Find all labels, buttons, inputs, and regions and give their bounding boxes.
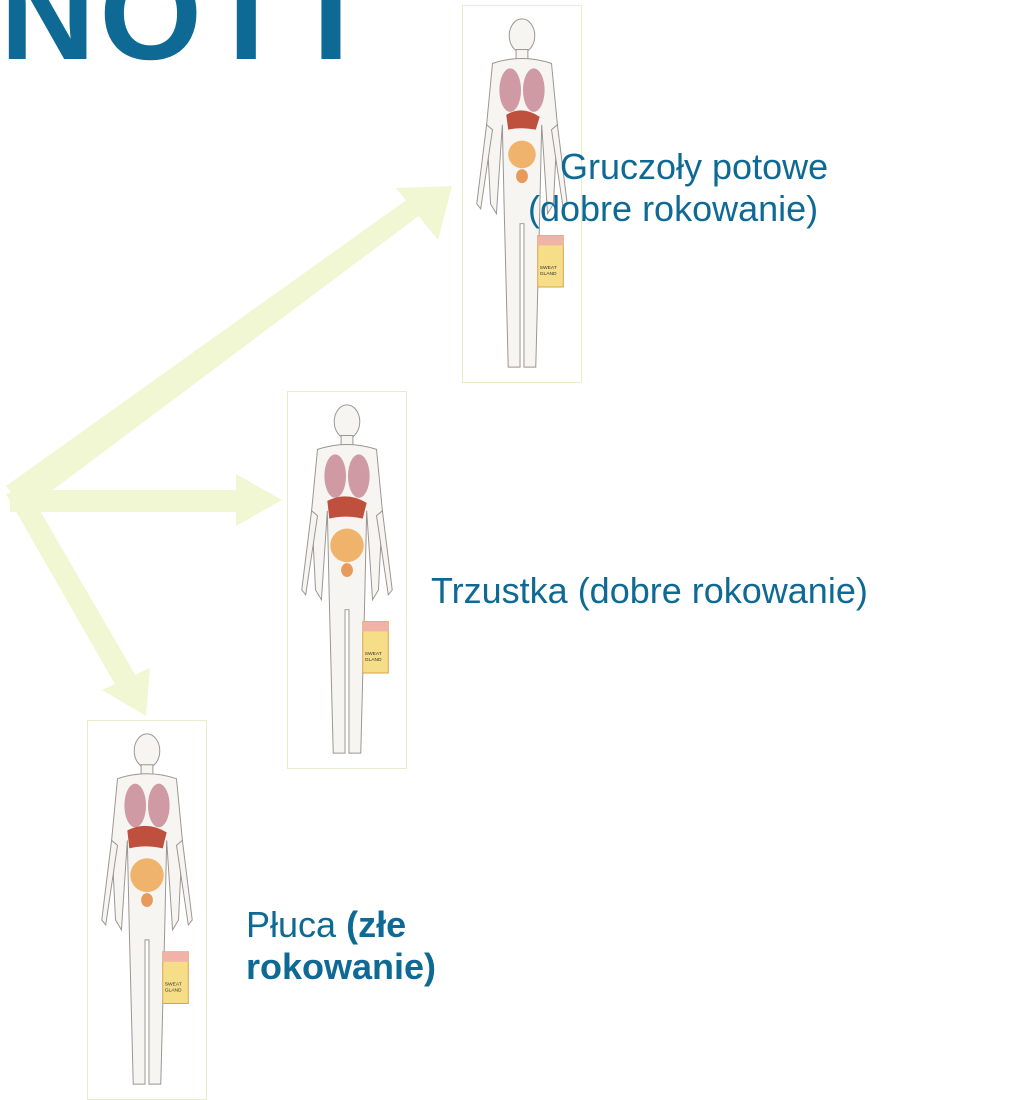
lung-left-organ [124, 784, 146, 828]
intestines-organ [330, 529, 363, 563]
svg-text:GLAND: GLAND [365, 657, 382, 663]
svg-text:SWEAT: SWEAT [365, 651, 382, 657]
anatomy-figure-pancreas: SWEAT GLAND [287, 391, 407, 769]
svg-text:SWEAT: SWEAT [165, 982, 182, 988]
label-lungs-line1: Płuca (złe [246, 904, 436, 946]
anatomy-figure-lungs: SWEAT GLAND [87, 720, 207, 1100]
lung-left-organ [324, 454, 346, 498]
label-lungs-regular: Płuca [246, 904, 336, 945]
svg-text:GLAND: GLAND [165, 988, 182, 994]
lung-right-organ [348, 454, 370, 498]
label-sweat-glands-line1: Gruczoły potowe [528, 146, 828, 188]
label-lungs-bold: (złe [346, 904, 406, 945]
human-body-illustration: SWEAT GLAND [88, 721, 206, 1099]
svg-text:GLAND: GLAND [540, 271, 557, 277]
label-lungs: Płuca (złe rokowanie) [246, 904, 436, 988]
label-sweat-glands-line2: (dobre rokowanie) [528, 188, 828, 230]
arrowhead-pancreas [236, 474, 282, 526]
label-pancreas: Trzustka (dobre rokowanie) [431, 570, 868, 612]
intestines-organ [130, 858, 163, 892]
human-body-illustration: SWEAT GLAND [288, 392, 406, 768]
svg-text:SWEAT: SWEAT [540, 265, 557, 271]
arrow-to-lungs [6, 490, 136, 686]
label-lungs-line2: rokowanie) [246, 946, 436, 988]
lung-left-organ [499, 68, 521, 112]
arrow-to-pancreas [10, 490, 238, 512]
lung-right-organ [523, 68, 545, 112]
lung-right-organ [148, 784, 170, 828]
label-sweat-glands: Gruczoły potowe (dobre rokowanie) [528, 146, 828, 230]
